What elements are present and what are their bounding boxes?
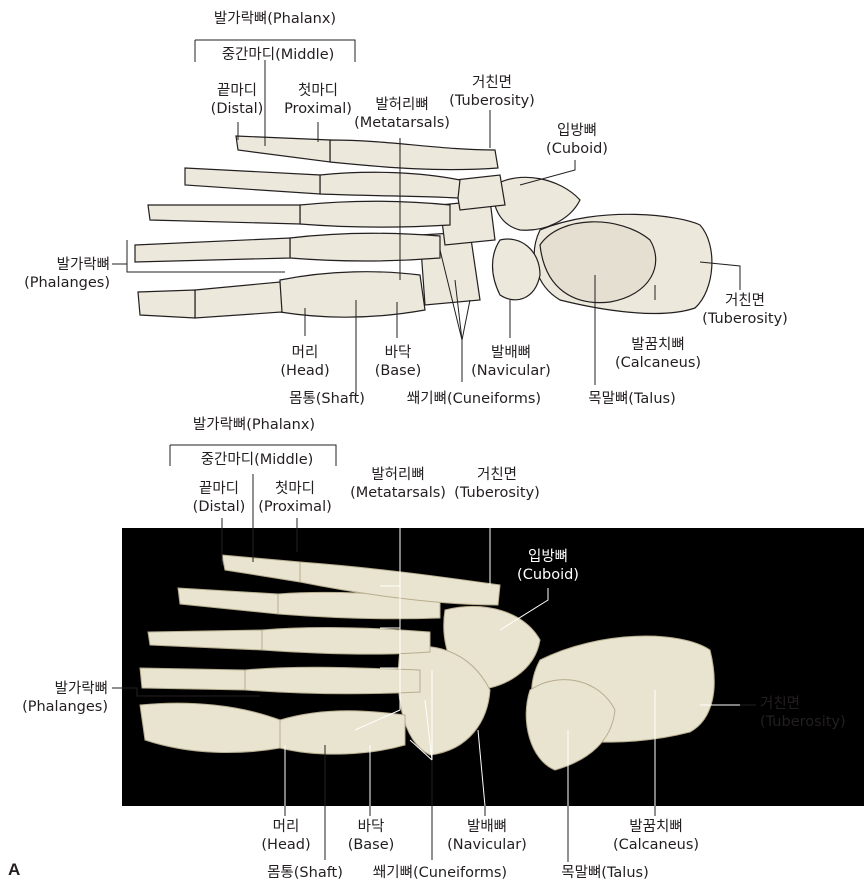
photo-label-cuboid: 입방뼈(Cuboid)	[517, 549, 579, 583]
drawing-label-shaft: 몸통(Shaft)	[289, 391, 365, 407]
photo-label-tuberosity: 거친면(Tuberosity)	[454, 467, 540, 501]
drawing-label-calcaneus: 발꿈치뼈(Calcaneus)	[614, 337, 702, 371]
photo-bones	[139, 554, 715, 771]
photo-label-talus: 목말뼈(Talus)	[561, 865, 649, 881]
photo-label-metatarsals: 발허리뼈(Metatarsals)	[350, 467, 446, 501]
drawing-label-navicular: 발배뼈(Navicular)	[471, 345, 551, 379]
drawing-label-talus: 목말뼈(Talus)	[588, 391, 676, 407]
drawing-leader-lines	[112, 39, 741, 395]
photo-label-navicular: 발배뼈(Navicular)	[447, 819, 527, 853]
photo-label-cuneiforms: 쐐기뼈(Cuneiforms)	[372, 865, 508, 881]
drawing-bones	[134, 135, 713, 319]
drawing-label-metatarsals: 발허리뼈(Metatarsals)	[354, 97, 450, 131]
photo-label-calcaneus: 발꿈치뼈(Calcaneus)	[612, 819, 700, 853]
metatarsal-1	[279, 271, 426, 318]
photo-label-head: 머리(Head)	[261, 819, 311, 853]
drawing-label-distal: 끝마디(Distal)	[210, 83, 264, 117]
photo-toe4	[177, 587, 279, 615]
metatarsal-2	[289, 232, 441, 262]
photo-toe2	[139, 667, 246, 691]
drawing-label-phalanx-group: 발가락뼈(Phalanx)	[213, 11, 337, 27]
photo-label-phalanges: 발가락뼈(Phalanges)	[22, 681, 108, 715]
photo-toe5	[221, 554, 301, 583]
photo-leader-lines	[112, 444, 433, 860]
drawing-label-calc-tuberosity: 거친면(Tuberosity)	[702, 293, 788, 327]
photo-label-phalanx-group: 발가락뼈(Phalanx)	[192, 417, 316, 433]
photo-metatarsal-1	[279, 710, 406, 755]
drawing-label-middle: 중간마디(Middle)	[221, 47, 335, 63]
phalanx-toe4	[184, 167, 321, 195]
phalanx-toe3	[147, 204, 301, 225]
cuneiform-3	[454, 174, 506, 211]
navicular-bone	[491, 238, 541, 301]
photo-label-calc-tuberosity: 거친면(Tuberosity)	[760, 696, 846, 730]
phalanx-toe5	[235, 135, 331, 163]
photo-label-distal: 끝마디(Distal)	[192, 481, 246, 515]
drawing-label-cuboid: 입방뼈(Cuboid)	[546, 123, 608, 157]
photo-metatarsal-3	[261, 626, 431, 655]
figure-letter: A	[8, 860, 21, 879]
photo-leader-lines-below	[284, 704, 756, 862]
phalanx-toe2	[134, 237, 291, 263]
photo-tarsals	[397, 645, 491, 756]
phalanx-toe1-distal	[137, 289, 196, 319]
photo-leader-lines-white	[284, 505, 740, 807]
photo-talus	[525, 679, 616, 771]
photo-label-base: 바닥(Base)	[347, 819, 395, 853]
drawing-label-phalanges: 발가락뼈(Phalanges)	[24, 257, 110, 291]
photo-metatarsal-2	[244, 666, 421, 695]
photo-toe1	[139, 702, 281, 754]
photo-label-shaft: 몸통(Shaft)	[267, 865, 343, 881]
metatarsal-4	[319, 171, 461, 199]
photo-label-middle: 중간마디(Middle)	[200, 452, 314, 468]
drawing-label-head: 머리(Head)	[280, 345, 330, 379]
talus-bone	[539, 221, 657, 304]
cuboid-bone	[493, 176, 581, 231]
metatarsal-3	[299, 200, 451, 228]
drawing-label-tuberosity: 거친면(Tuberosity)	[449, 75, 535, 109]
photo-label-proximal: 첫마디(Proximal)	[258, 481, 332, 515]
drawing-label-cuneiforms: 쐐기뼈(Cuneiforms)	[406, 391, 542, 407]
photo-toe3	[147, 629, 263, 651]
metatarsal-5	[329, 139, 499, 171]
drawing-label-base: 바닥(Base)	[374, 345, 422, 379]
